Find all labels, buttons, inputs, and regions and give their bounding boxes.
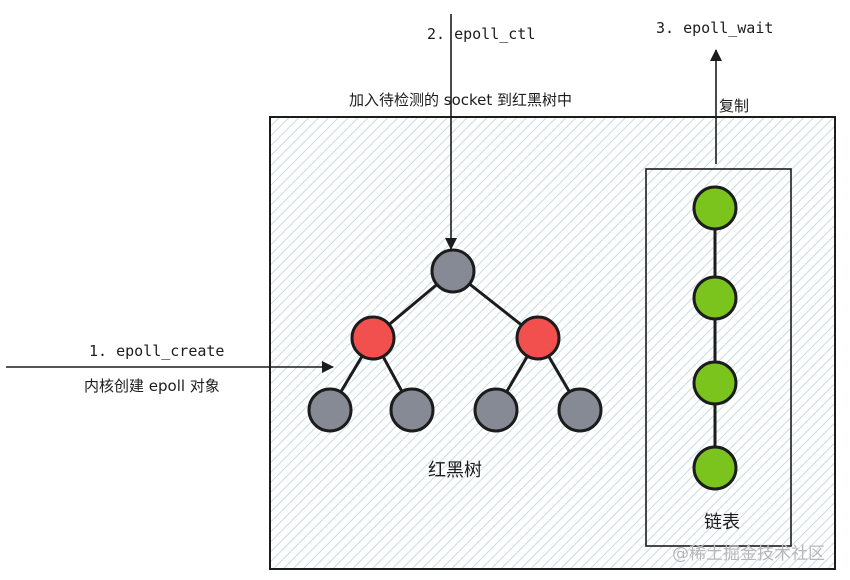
list-node-4 (692, 445, 738, 491)
linked-list-label: 链表 (704, 512, 740, 533)
list-node-1 (692, 185, 738, 231)
epoll-ctl-desc: 加入待检测的 socket 到红黑树中 (349, 91, 572, 109)
watermark: @稀土掘金技术社区 (672, 544, 825, 564)
tree-node-leaf-2 (389, 387, 435, 433)
epoll-create-label: 1. epoll_create (89, 342, 224, 360)
tree-node-leaf-4 (557, 387, 603, 433)
red-black-tree-label: 红黑树 (428, 460, 482, 481)
tree-node-leaf-3 (473, 387, 519, 433)
epoll-create-desc: 内核创建 epoll 对象 (84, 377, 220, 395)
list-node-2 (692, 275, 738, 321)
list-node-3 (692, 360, 738, 406)
tree-node-left (350, 315, 396, 361)
tree-node-leaf-1 (307, 387, 353, 433)
epoll-ctl-label: 2. epoll_ctl (427, 25, 535, 43)
epoll-wait-label: 3. epoll_wait (656, 19, 773, 37)
epoll-wait-desc: 复制 (719, 97, 749, 115)
tree-node-root (430, 248, 476, 294)
tree-node-right (515, 315, 561, 361)
